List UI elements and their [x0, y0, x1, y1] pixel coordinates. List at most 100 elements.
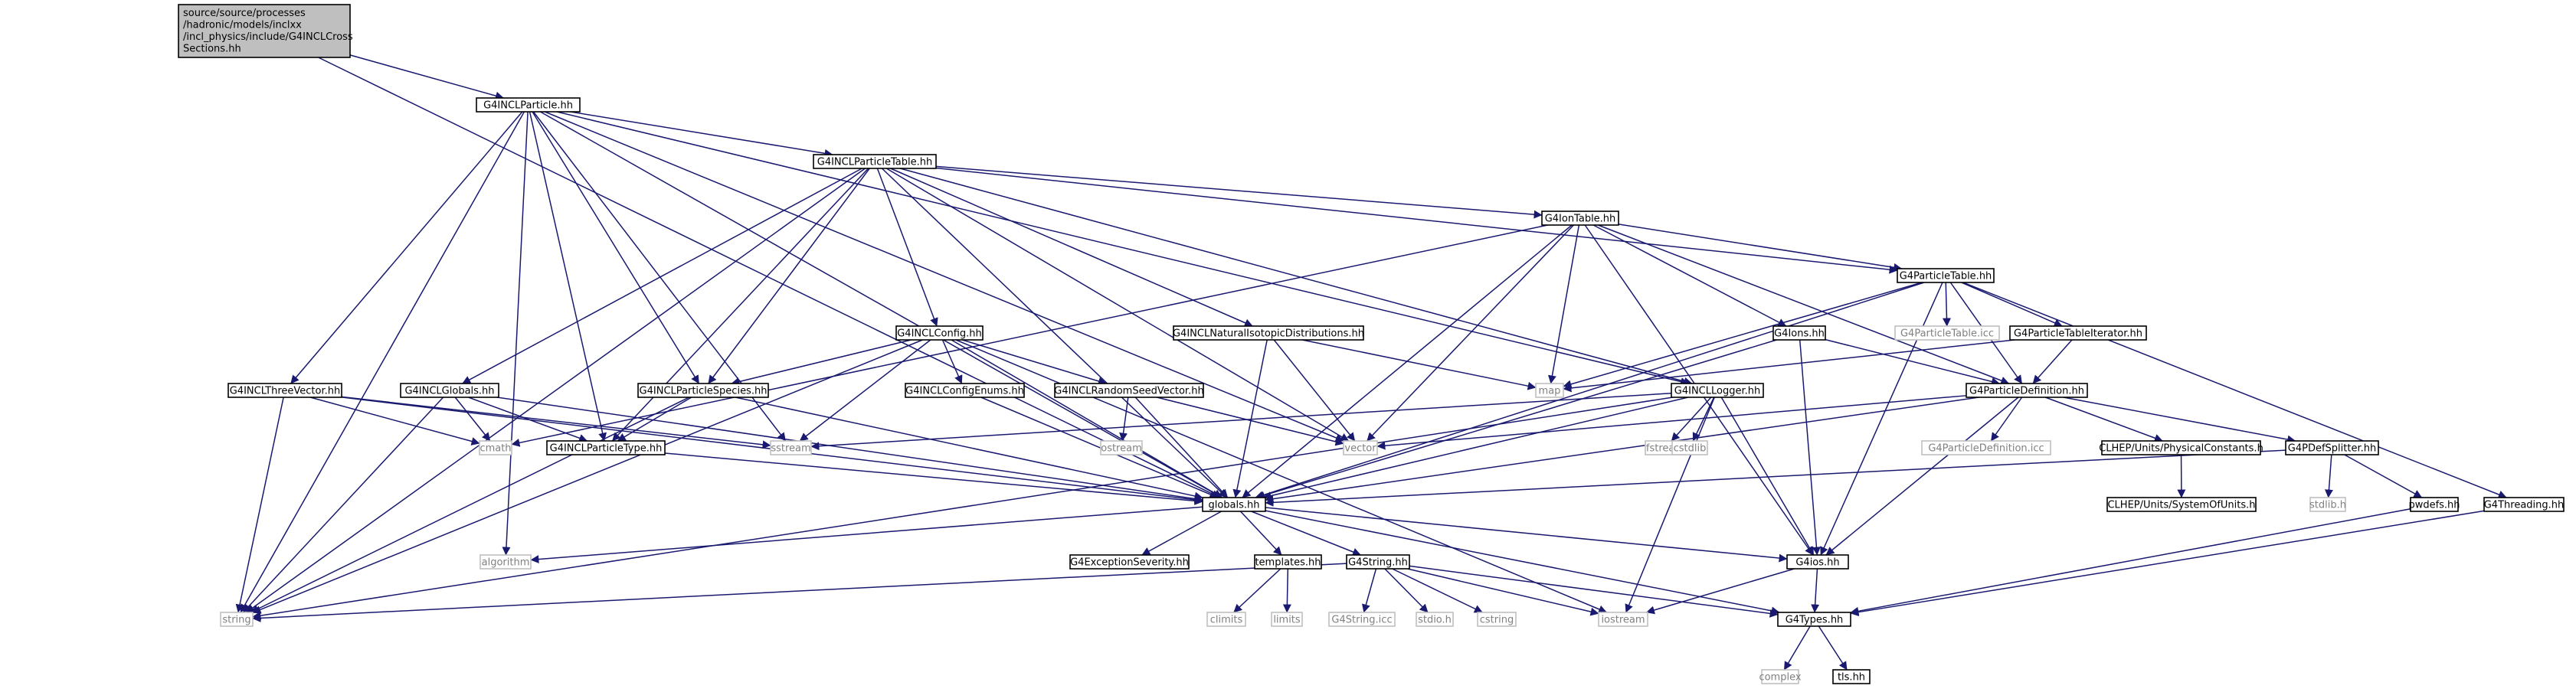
node-label: /hadronic/models/inclxx	[183, 20, 302, 31]
edge-g4string-to-g4string-icc	[1362, 568, 1377, 613]
node-label: CLHEP/Units/PhysicalConstants.h	[2099, 443, 2263, 455]
node-label: iostream	[1601, 615, 1645, 626]
node-label: /incl_physics/include/G4INCLCross	[183, 31, 353, 43]
node-stdlib: stdlib.h	[2309, 497, 2346, 512]
edge-config-to-string	[252, 339, 923, 614]
node-g4types[interactable]: G4Types.hh	[1777, 612, 1851, 627]
edge-pdef-to-physconst	[2044, 397, 2163, 442]
edge-particletable-incl-to-config	[876, 168, 938, 327]
node-box	[2410, 497, 2459, 512]
node-label: G4ParticleDefinition.icc	[1928, 443, 2044, 455]
node-label: G4INCLGlobals.hh	[404, 386, 494, 397]
edge-logger-to-sstream	[810, 392, 1672, 451]
edge-globals-to-g4ios	[1265, 507, 1788, 563]
node-ptable-icc: G4ParticleTable.icc	[1894, 325, 2000, 341]
node-configenums[interactable]: G4INCLConfigEnums.hh	[905, 383, 1025, 398]
node-species[interactable]: G4INCLParticleSpecies.hh	[637, 383, 769, 398]
edge-particletable-incl-to-inclglobals	[462, 168, 862, 384]
node-box	[1772, 325, 1826, 341]
node-box	[1343, 440, 1378, 455]
edge-g4particletable-to-g4ios	[1820, 282, 1943, 556]
edge-particle-to-algorithm	[502, 111, 529, 556]
node-src[interactable]: source/source/processes/hadronic/models/…	[178, 4, 353, 58]
node-box	[1206, 612, 1246, 627]
node-label: G4INCLConfigEnums.hh	[905, 386, 1024, 397]
edge-iontable-to-g4particletable	[1618, 224, 1903, 272]
edge-logger-to-g4ios	[1720, 397, 1815, 556]
node-label: string	[222, 615, 250, 626]
node-excsev[interactable]: G4ExceptionSeverity.hh	[1069, 554, 1190, 570]
node-box	[2483, 497, 2565, 512]
node-natiso[interactable]: G4INCLNaturalIsotopicDistributions.hh	[1173, 325, 1364, 341]
node-box	[2309, 497, 2346, 512]
node-label: cstring	[1480, 615, 1514, 626]
node-box	[1271, 612, 1303, 627]
node-particle[interactable]: G4INCLParticle.hh	[476, 97, 581, 113]
edge-particletable-incl-to-g4particletable	[935, 167, 1898, 274]
node-g4string[interactable]: G4String.hh	[1346, 554, 1410, 570]
node-sstream: sstream	[770, 440, 812, 455]
node-pwdefs[interactable]: pwdefs.hh	[2408, 497, 2460, 512]
node-tls[interactable]: tls.hh	[1832, 669, 1871, 684]
edge-particletable-incl-to-string	[246, 168, 866, 613]
node-pdefsplitter[interactable]: G4PDefSplitter.hh	[2285, 440, 2379, 455]
edge-config-to-species	[731, 339, 912, 386]
edge-g4particletable-to-ptable-iter	[1961, 282, 2063, 327]
node-threevector[interactable]: G4INCLThreeVector.hh	[227, 383, 342, 398]
node-label: climits	[1210, 615, 1243, 626]
node-box	[1054, 383, 1204, 398]
edge-logger-to-iostream	[1625, 397, 1715, 613]
node-label: G4IonTable.hh	[1545, 214, 1616, 225]
node-logger[interactable]: G4INCLLogger.hh	[1671, 383, 1764, 398]
edge-g4string-to-g4types	[1409, 565, 1779, 618]
node-templates[interactable]: templates.hh	[1254, 554, 1322, 570]
node-g4ions[interactable]: G4Ions.hh	[1772, 325, 1826, 341]
edge-globals-to-g4string	[1251, 511, 1361, 557]
node-physconst[interactable]: CLHEP/Units/PhysicalConstants.h	[2099, 440, 2263, 455]
node-iontable[interactable]: G4IonTable.hh	[1541, 211, 1619, 226]
node-ptable-iter[interactable]: G4ParticleTableIterator.hh	[2009, 325, 2147, 341]
node-g4string-icc: G4String.icc	[1328, 612, 1396, 627]
edge-pdef-to-pdef-icc	[1990, 397, 2023, 442]
edge-particletable-incl-to-natiso	[890, 168, 1253, 327]
node-box	[476, 97, 581, 113]
node-label: stdio.h	[1418, 615, 1452, 626]
edge-ptable-iter-to-pdef	[2032, 339, 2073, 384]
node-box	[400, 383, 499, 398]
node-label: cmath	[480, 443, 511, 455]
node-pdef[interactable]: G4ParticleDefinition.hh	[1966, 383, 2088, 398]
edge-iontable-to-vector	[1367, 224, 1574, 442]
node-complex: complex	[1759, 669, 1802, 684]
node-particletable-incl[interactable]: G4INCLParticleTable.hh	[813, 154, 937, 169]
edge-species-to-globals	[735, 397, 1203, 501]
node-box	[1897, 268, 1995, 283]
node-label: map	[1539, 386, 1561, 397]
node-cstdlib: cstdlib	[1671, 440, 1708, 455]
node-climits: climits	[1206, 612, 1246, 627]
node-globals[interactable]: globals.hh	[1202, 497, 1266, 512]
node-box	[178, 4, 351, 58]
edge-natiso-to-vector	[1273, 339, 1356, 442]
node-box	[1346, 554, 1410, 570]
node-inclglobals[interactable]: G4INCLGlobals.hh	[400, 383, 499, 398]
node-threading[interactable]: G4Threading.hh	[2483, 497, 2565, 512]
edge-globals-to-excsev	[1141, 511, 1222, 556]
node-box	[1069, 554, 1190, 570]
edge-globals-to-algorithm	[530, 506, 1203, 564]
node-cmath: cmath	[479, 440, 512, 455]
node-g4particletable[interactable]: G4ParticleTable.hh	[1897, 268, 1995, 283]
node-label: cstdlib	[1674, 443, 1707, 455]
node-randomseed[interactable]: G4INCLRandomSeedVector.hh	[1054, 383, 1204, 398]
edge-particletable-incl-to-vector	[885, 168, 1350, 442]
node-sysunits[interactable]: CLHEP/Units/SystemOfUnits.h	[2106, 497, 2257, 512]
node-label: CLHEP/Units/SystemOfUnits.h	[2107, 500, 2255, 511]
node-label: G4INCLNaturalIsotopicDistributions.hh	[1173, 328, 1364, 340]
node-config[interactable]: G4INCLConfig.hh	[895, 325, 984, 341]
edge-particle-to-particletable-incl	[570, 111, 833, 158]
node-g4ios[interactable]: G4ios.hh	[1786, 554, 1849, 570]
node-box	[479, 440, 512, 455]
edge-particle-to-globals	[540, 111, 1223, 498]
node-box	[480, 554, 532, 570]
node-particletype[interactable]: G4INCLParticleType.hh	[546, 440, 666, 455]
node-box	[1894, 325, 2000, 341]
